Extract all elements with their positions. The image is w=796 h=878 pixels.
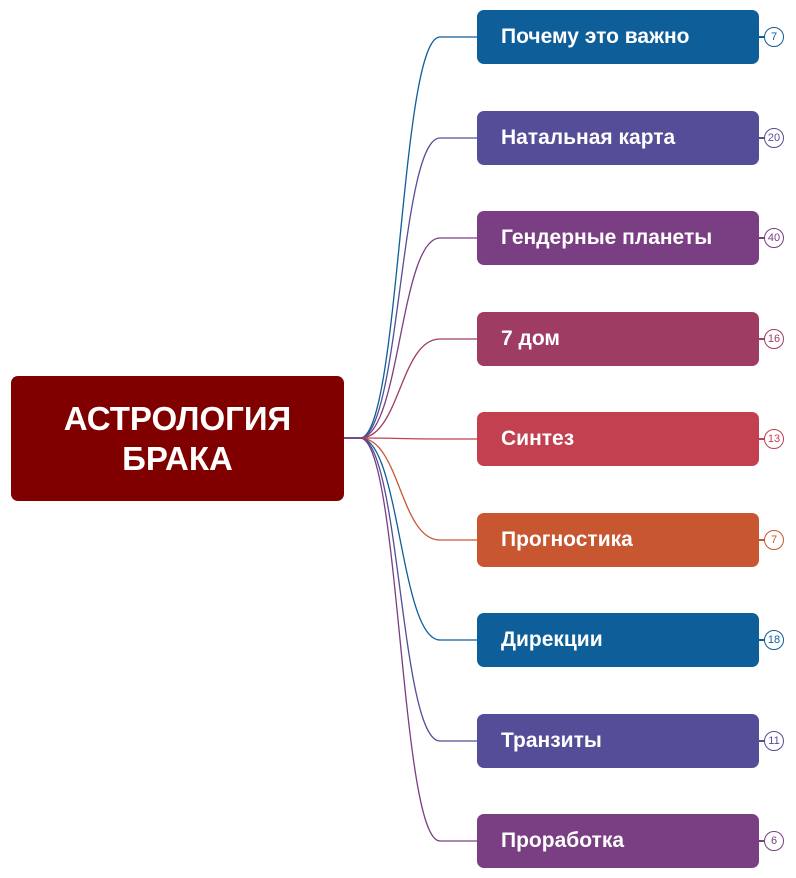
branch-node[interactable]: Проработка [477,814,759,868]
badge-connector [759,740,765,742]
root-title: АСТРОЛОГИЯ БРАКА [63,399,292,477]
connector-line [344,36,477,439]
badge-connector [759,338,765,340]
branch-node[interactable]: Гендерные планеты [477,211,759,265]
child-count-badge[interactable]: 6 [764,831,784,851]
child-count-badge[interactable]: 7 [764,27,784,47]
branch-label: Проработка [501,829,625,852]
connector-line [344,437,477,641]
child-count-badge[interactable]: 20 [764,128,784,148]
branch-label: Гендерные планеты [501,226,713,249]
badge-connector [759,36,765,38]
branch-node[interactable]: Синтез [477,412,759,466]
connector-line [344,338,477,439]
connector-line [344,437,477,842]
branch-node[interactable]: Дирекции [477,613,759,667]
branch-node[interactable]: Почему это важно [477,10,759,64]
badge-connector [759,237,765,239]
badge-connector [759,539,765,541]
child-count-badge[interactable]: 7 [764,530,784,550]
branch-node[interactable]: Натальная карта [477,111,759,165]
child-count-badge[interactable]: 13 [764,429,784,449]
child-count-badge[interactable]: 16 [764,329,784,349]
branch-label: Синтез [501,427,575,450]
badge-connector [759,137,765,139]
root-node[interactable]: АСТРОЛОГИЯ БРАКА [11,376,344,501]
branch-label: Транзиты [501,729,602,752]
branch-label: Прогностика [501,528,633,551]
connector-line [344,137,477,439]
branch-node[interactable]: Прогностика [477,513,759,567]
branch-label: Дирекции [501,628,603,651]
child-count-badge[interactable]: 11 [764,731,784,751]
connector-line [344,437,477,541]
connector-line [344,437,477,742]
badge-connector [759,639,765,641]
branch-node[interactable]: 7 дом [477,312,759,366]
child-count-badge[interactable]: 18 [764,630,784,650]
badge-connector [759,840,765,842]
branch-label: Почему это важно [501,25,690,48]
connector-line [344,237,477,439]
badge-connector [759,438,765,440]
branch-label: Натальная карта [501,126,676,149]
branch-node[interactable]: Транзиты [477,714,759,768]
branch-label: 7 дом [501,327,560,350]
child-count-badge[interactable]: 40 [764,228,784,248]
